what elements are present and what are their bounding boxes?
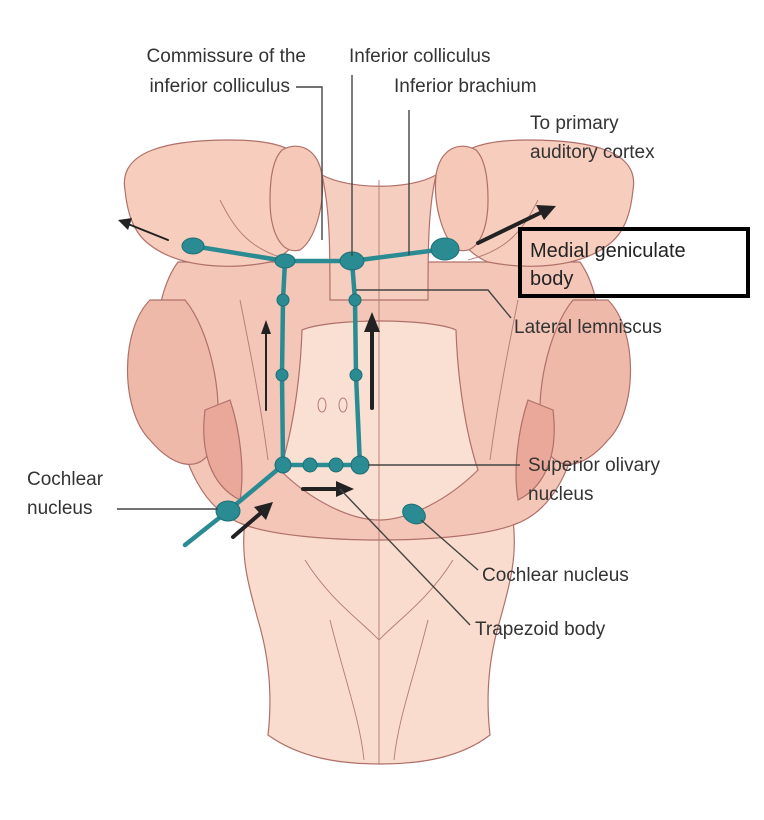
arrow-trapezoid-head [336,481,354,497]
arrow-to-cortex-left-head [118,218,132,230]
right-small-oval [338,397,348,413]
leader-right-cochlear [420,519,479,571]
label-cochlear-left-line1: Cochlear [27,469,104,490]
arrow-cochlear-input [231,510,264,539]
left-peduncle [127,299,219,465]
label-inferior-colliculus: Inferior colliculus [349,46,491,67]
node-trapezoid-2 [328,457,344,473]
label-to-cortex-line1: To primary [530,113,619,134]
labels: Commissure of the inferior colliculus In… [27,46,686,640]
node-trapezoid-1 [302,457,318,473]
leader-trapezoid [339,488,471,626]
leader-lateral-lemniscus [356,289,512,319]
node-left-cochlear [215,500,241,522]
label-medial-geniculate-line1: Medial geniculate [530,240,686,262]
auditory-pathway [181,237,460,548]
label-cochlear-left-line2: nucleus [27,498,93,519]
pathway-horizontal-upper [190,243,448,264]
node-left-lemniscus-lower [275,368,289,382]
left-small-oval [317,397,327,413]
pathway-left-vertical [279,258,288,468]
label-trapezoid-body: Trapezoid body [475,619,606,640]
node-left-geniculate [181,237,205,255]
label-lateral-lemniscus: Lateral lemniscus [514,317,662,338]
direction-arrows [118,205,556,539]
left-colliculus [269,145,324,252]
label-cochlear-right: Cochlear nucleus [482,565,629,586]
label-superior-olivary-line1: Superior olivary [528,455,660,476]
pathway-right-vertical [349,258,363,468]
label-commissure-line2: inferior colliculus [150,76,290,97]
inner-lines [219,180,539,764]
right-colliculus [434,145,489,252]
arrow-right-lemniscus-up-head [364,312,380,332]
label-superior-olivary-line2: nucleus [528,484,594,505]
node-left-lemniscus-upper [276,293,290,307]
label-medial-geniculate-line2: body [530,268,573,290]
arrow-to-cortex-left [127,223,169,241]
node-left-olive [274,456,292,474]
arrow-cochlear-input-head [254,502,273,520]
node-left-colliculus [274,253,296,269]
arrow-to-cortex-right-head [536,205,556,220]
leader-lines [117,75,520,626]
right-band [515,399,555,501]
arrow-to-cortex-right [476,211,542,245]
label-inferior-brachium: Inferior brachium [394,76,537,97]
label-to-cortex-line2: auditory cortex [530,142,655,163]
right-peduncle [539,299,631,465]
highlight-box-medial-geniculate [518,227,750,298]
label-commissure-line1: Commissure of the [147,46,306,67]
node-right-lemniscus-lower [349,368,363,382]
node-right-cochlear [402,503,426,525]
node-superior-olive [350,455,370,475]
leader-commissure [296,86,323,240]
arrow-left-lemniscus-up-head [261,320,271,334]
node-medial-geniculate [430,237,460,261]
brainstem [123,139,635,765]
node-right-lemniscus-upper [348,293,362,307]
